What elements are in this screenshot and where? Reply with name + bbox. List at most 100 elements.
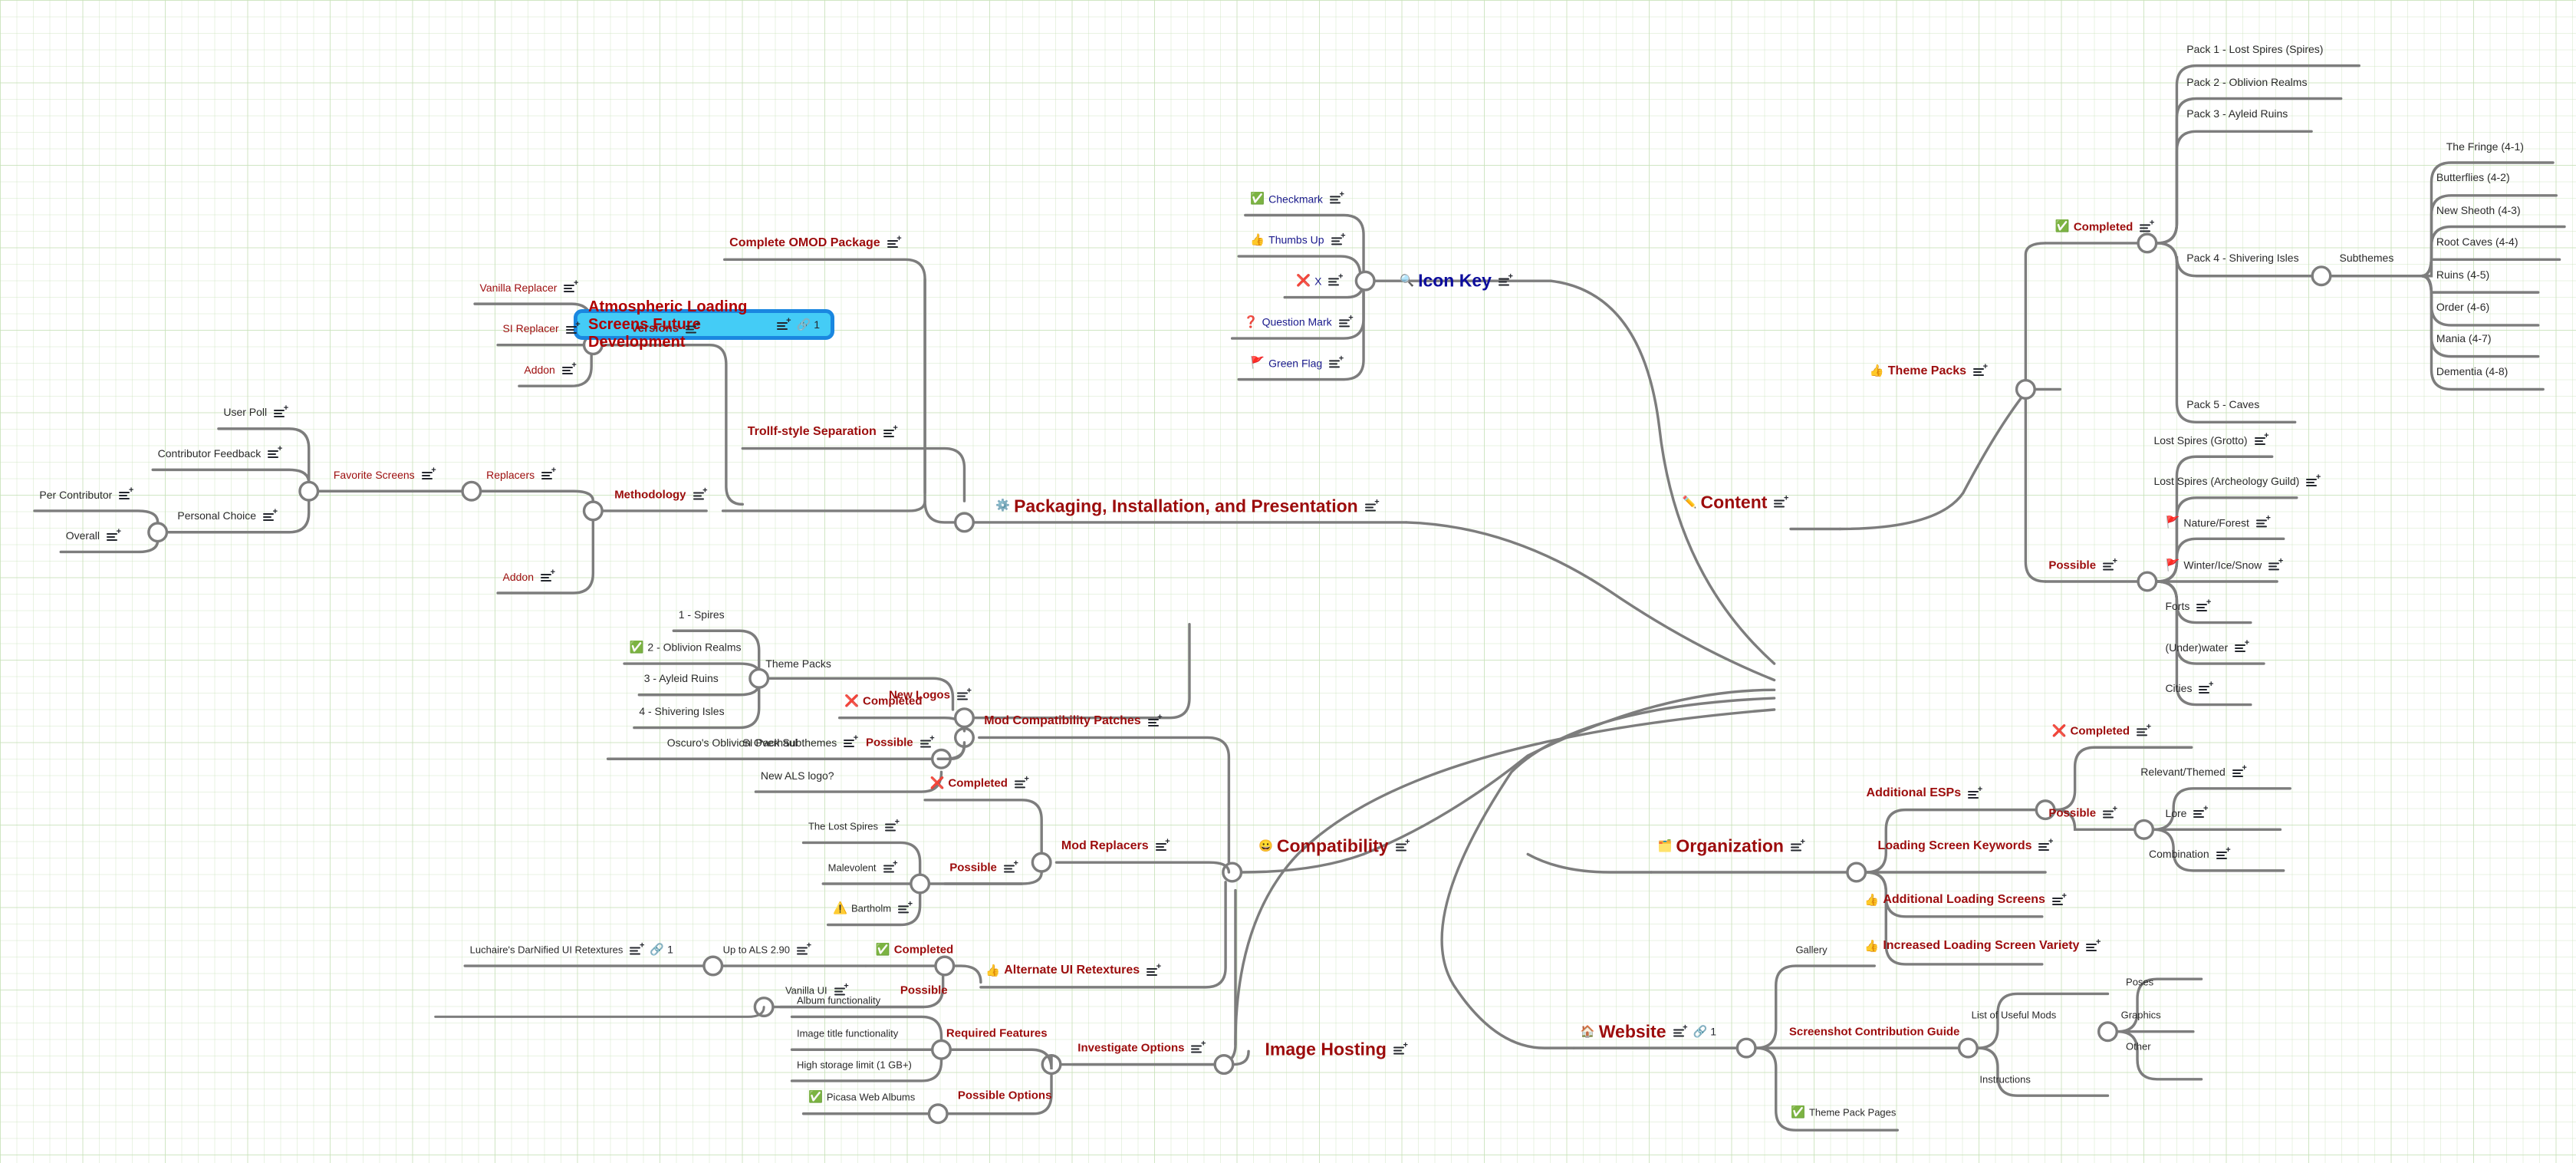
topic-st5[interactable]: Ruins (4-5) xyxy=(2436,269,2489,280)
topic-contrib_guide[interactable]: Screenshot Contribution Guide xyxy=(1789,1026,1960,1037)
note-icon[interactable]: + xyxy=(2137,723,2151,736)
topic-esp_completed[interactable]: ❌Completed+ xyxy=(2052,723,2151,737)
note-icon[interactable]: + xyxy=(2103,805,2117,819)
note-icon[interactable]: + xyxy=(883,859,898,873)
note-icon[interactable]: + xyxy=(2232,763,2247,777)
topic-list_useful_mods[interactable]: List of Useful Mods xyxy=(1972,1010,2057,1020)
topic-mod_compat_patches[interactable]: Mod Compatibility Patches+ xyxy=(984,713,1162,727)
paperclip-icon[interactable]: 🔗1 xyxy=(1693,1025,1716,1039)
note-icon[interactable]: + xyxy=(1338,314,1354,328)
note-icon[interactable]: + xyxy=(2306,473,2321,486)
note-icon[interactable]: + xyxy=(2193,805,2208,819)
topic-si_subthemes[interactable]: SI Pack Subthemes+ xyxy=(742,734,858,748)
topic-icon_x[interactable]: ❌X+ xyxy=(1296,272,1343,287)
topic-tp_4[interactable]: 4 - Shivering Isles xyxy=(639,706,724,717)
topic-lore[interactable]: Lore+ xyxy=(2165,805,2208,819)
note-icon[interactable]: + xyxy=(565,320,581,334)
topic-picasa[interactable]: ✅Picasa Web Albums xyxy=(808,1092,915,1103)
note-icon[interactable]: + xyxy=(1014,775,1029,789)
note-icon[interactable]: + xyxy=(263,507,278,521)
note-icon[interactable]: + xyxy=(1498,272,1513,286)
topic-nature_forest[interactable]: 🚩Nature/Forest+ xyxy=(2165,514,2271,529)
topic-personal_choice[interactable]: Personal Choice+ xyxy=(177,507,278,521)
topic-new_als_logo[interactable]: New ALS logo? xyxy=(761,770,834,781)
note-icon[interactable]: + xyxy=(1003,859,1018,873)
note-icon[interactable]: + xyxy=(1328,272,1343,286)
note-icon[interactable]: + xyxy=(1329,354,1344,368)
topic-additional_esps[interactable]: Additional ESPs+ xyxy=(1867,785,1983,799)
topic-pack5[interactable]: Pack 5 - Caves xyxy=(2186,399,2259,410)
topic-mcp_completed[interactable]: ❌Completed xyxy=(844,695,922,707)
topic-instructions[interactable]: Instructions xyxy=(1979,1074,2030,1084)
note-icon[interactable]: + xyxy=(564,279,578,293)
note-icon[interactable]: + xyxy=(421,466,436,480)
note-icon[interactable]: + xyxy=(1331,232,1346,245)
topic-possible_options[interactable]: Possible Options xyxy=(958,1090,1052,1102)
note-icon[interactable]: + xyxy=(920,734,935,748)
note-icon[interactable]: + xyxy=(2051,891,2067,905)
note-icon[interactable]: + xyxy=(1155,838,1170,852)
topic-image_title[interactable]: Image title functionality xyxy=(797,1028,898,1038)
topic-bartholm[interactable]: ⚠️Bartholm+ xyxy=(833,900,913,914)
topic-ls_arch[interactable]: Lost Spires (Archeology Guild)+ xyxy=(2153,473,2321,486)
topic-packaging[interactable]: ⚙️Packaging, Installation, and Presentat… xyxy=(995,497,1380,515)
topic-pack1[interactable]: Pack 1 - Lost Spires (Spires) xyxy=(2186,44,2323,54)
topic-forts[interactable]: Forts+ xyxy=(2165,598,2211,611)
note-icon[interactable]: + xyxy=(776,316,791,330)
topic-malevolent[interactable]: Malevolent+ xyxy=(828,859,898,873)
topic-icon_checkmark[interactable]: ✅Checkmark+ xyxy=(1250,190,1344,205)
topic-st7[interactable]: Mania (4-7) xyxy=(2436,333,2492,344)
topic-trollf[interactable]: Trollf-style Separation+ xyxy=(748,423,898,438)
note-icon[interactable]: + xyxy=(2254,432,2269,446)
note-icon[interactable]: + xyxy=(883,423,898,437)
topic-st3[interactable]: New Sheoth (4-3) xyxy=(2436,205,2521,216)
topic-mr_possible[interactable]: Possible+ xyxy=(949,859,1018,874)
note-icon[interactable]: + xyxy=(2216,845,2231,859)
note-icon[interactable]: + xyxy=(107,527,121,541)
topic-mcp_possible[interactable]: Possible+ xyxy=(866,734,935,749)
note-icon[interactable]: + xyxy=(630,941,644,955)
paperclip-icon[interactable]: 🔗1 xyxy=(796,318,820,331)
topic-favorite_screens[interactable]: Favorite Screens+ xyxy=(334,466,436,480)
topic-tp_1[interactable]: 1 - Spires xyxy=(679,609,725,620)
topic-graphics[interactable]: Graphics xyxy=(2121,1010,2161,1020)
topic-cities[interactable]: Cities+ xyxy=(2165,680,2213,694)
topic-complete_omod[interactable]: Complete OMOD Package+ xyxy=(729,235,902,249)
topic-high_storage[interactable]: High storage limit (1 GB+) xyxy=(797,1059,912,1069)
note-icon[interactable]: + xyxy=(1790,838,1805,852)
topic-additional_ls[interactable]: 👍Additional Loading Screens+ xyxy=(1864,891,2067,906)
topic-icon_thumbsup[interactable]: 👍Thumbs Up+ xyxy=(1250,232,1346,246)
note-icon[interactable]: + xyxy=(1147,962,1161,976)
note-icon[interactable]: + xyxy=(1973,363,1988,377)
note-icon[interactable]: + xyxy=(268,445,282,459)
topic-other[interactable]: Other xyxy=(2126,1041,2151,1051)
note-icon[interactable]: + xyxy=(1364,498,1380,511)
note-icon[interactable]: + xyxy=(274,404,288,417)
topic-contributor_feedback[interactable]: Contributor Feedback+ xyxy=(158,445,283,459)
note-icon[interactable]: + xyxy=(2268,557,2283,571)
topic-ls_grotto[interactable]: Lost Spires (Grotto)+ xyxy=(2153,432,2269,446)
topic-st4[interactable]: Root Caves (4-4) xyxy=(2436,236,2518,247)
topic-compatibility[interactable]: 😀Compatibility+ xyxy=(1258,837,1410,855)
note-icon[interactable]: + xyxy=(2255,514,2271,528)
topic-versions[interactable]: Versions+ xyxy=(631,320,701,334)
topic-organization[interactable]: 🗂️Organization+ xyxy=(1657,837,1805,855)
note-icon[interactable]: + xyxy=(2235,639,2249,653)
topic-relevant_themed[interactable]: Relevant/Themed+ xyxy=(2140,763,2247,777)
note-icon[interactable]: + xyxy=(1395,838,1410,852)
topic-st8[interactable]: Dementia (4-8) xyxy=(2436,366,2508,377)
topic-gallery[interactable]: Gallery xyxy=(1795,944,1827,954)
topic-underwater[interactable]: (Under)water+ xyxy=(2165,639,2249,653)
topic-required_features[interactable]: Required Features xyxy=(946,1027,1048,1039)
note-icon[interactable]: + xyxy=(956,687,972,700)
topic-tp_3[interactable]: 3 - Ayleid Ruins xyxy=(644,673,719,684)
topic-icon_greenflag[interactable]: 🚩Green Flag+ xyxy=(1250,354,1344,369)
topic-vanilla_ui[interactable]: Vanilla UI+ xyxy=(785,982,849,996)
note-icon[interactable]: + xyxy=(119,486,133,499)
topic-combination[interactable]: Combination+ xyxy=(2149,845,2231,859)
topic-theme_pack_pages[interactable]: ✅Theme Pack Pages xyxy=(1791,1106,1896,1118)
note-icon[interactable]: + xyxy=(887,235,902,249)
topic-subthemes[interactable]: Subthemes xyxy=(2340,252,2394,263)
topic-pack3[interactable]: Pack 3 - Ayleid Ruins xyxy=(2186,108,2288,119)
topic-image_hosting[interactable]: Image Hosting+ xyxy=(1265,1040,1408,1059)
